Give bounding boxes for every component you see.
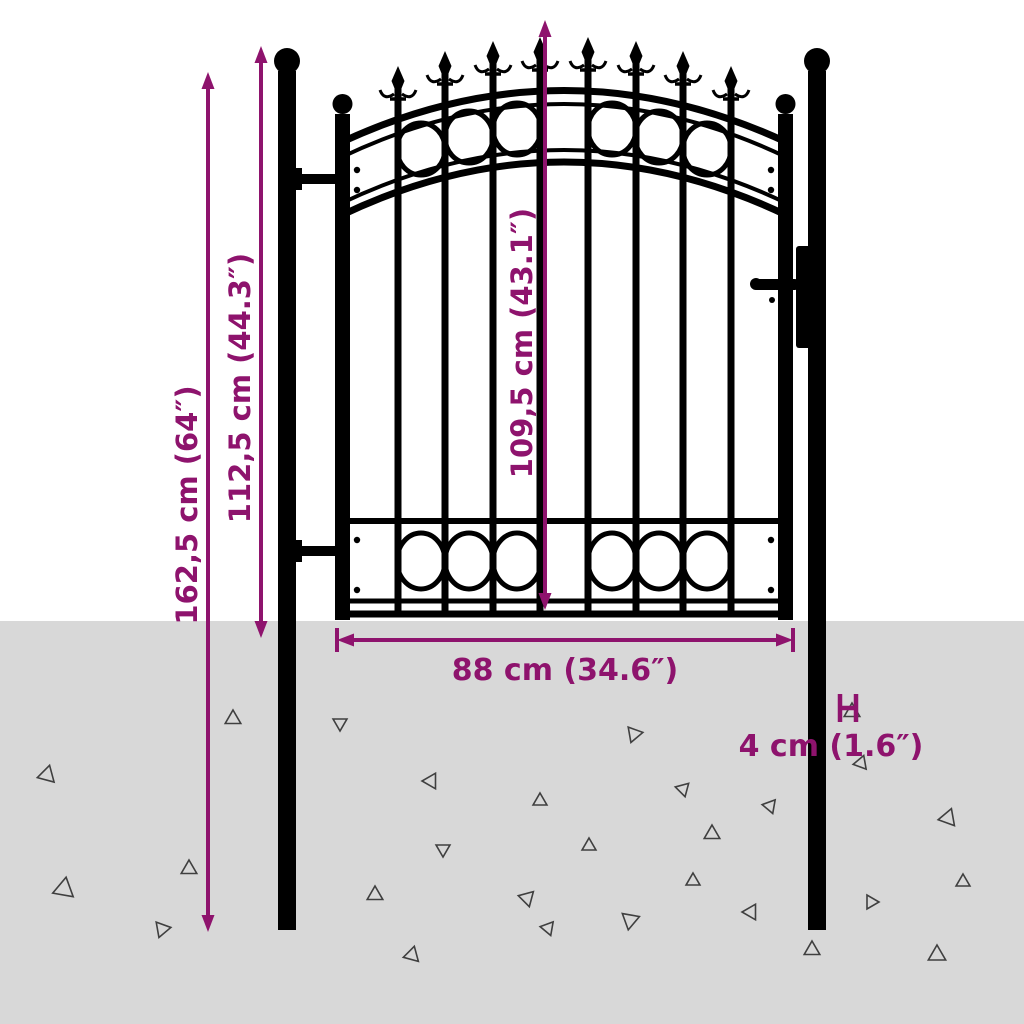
gate-bars bbox=[378, 37, 751, 616]
finial-leaf-right bbox=[448, 74, 465, 84]
decor-triangle bbox=[531, 791, 549, 806]
gate bbox=[292, 37, 816, 620]
left-post bbox=[274, 48, 300, 930]
decor-triangle bbox=[420, 771, 437, 791]
gate-hinge-top bbox=[292, 168, 336, 190]
decor-triangle bbox=[51, 875, 75, 898]
decor-triangle bbox=[936, 807, 956, 827]
arrow-left-icon bbox=[337, 633, 354, 647]
decor-triangle bbox=[35, 763, 56, 784]
decor-triangle bbox=[851, 753, 868, 771]
finial-leaf-right bbox=[639, 64, 656, 74]
spear-finial-icon bbox=[486, 41, 500, 72]
finial-leaf-left bbox=[616, 64, 633, 74]
decor-triangle bbox=[179, 858, 199, 875]
arrow-down-icon bbox=[201, 915, 215, 932]
finial-leaf-right bbox=[496, 64, 513, 74]
decor-triangle bbox=[866, 893, 881, 911]
finial-leaf-left bbox=[568, 60, 585, 70]
keyhole-slot bbox=[783, 332, 789, 341]
arrow-right-icon bbox=[776, 633, 793, 647]
post-height-label: 112,5 cm (44.3″) bbox=[223, 253, 257, 523]
decor-triangle bbox=[627, 725, 645, 744]
gate-left-stile-ball bbox=[332, 94, 353, 114]
decor-triangle bbox=[401, 944, 420, 963]
decor-triangle bbox=[740, 902, 757, 922]
dim-gate-width: 88 cm (34.6″) bbox=[335, 628, 795, 688]
left-post-ball-top bbox=[274, 48, 300, 74]
decor-triangle bbox=[702, 823, 722, 840]
decor-triangle bbox=[538, 920, 555, 938]
dim-post-height: 112,5 cm (44.3″) bbox=[223, 46, 268, 638]
gate-right-stile bbox=[778, 114, 793, 620]
post-thickness-label: 4 cm (1.6″) bbox=[739, 729, 924, 764]
gate-bolts bbox=[353, 166, 775, 594]
ground-texture-triangles bbox=[35, 701, 972, 963]
ground bbox=[0, 621, 1024, 1024]
arch-rail-bottom-outer bbox=[340, 158, 788, 219]
decor-triangle bbox=[223, 708, 243, 725]
decor-triangle bbox=[580, 836, 598, 851]
spear-finial-icon bbox=[724, 66, 738, 97]
finial-leaf-right bbox=[401, 89, 418, 99]
decor-triangle bbox=[673, 782, 690, 799]
spear-finial-icon bbox=[629, 41, 643, 72]
total-height-label: 162,5 cm (64″) bbox=[170, 385, 204, 624]
spear-finial-icon bbox=[676, 51, 690, 82]
spear-finial-icon bbox=[391, 66, 405, 97]
arrow-up-icon bbox=[201, 72, 215, 89]
decor-triangle bbox=[516, 890, 535, 909]
decor-triangle bbox=[155, 920, 173, 939]
finial-leaf-left bbox=[711, 89, 728, 99]
spear-finial-icon bbox=[581, 37, 595, 68]
handle-knob bbox=[750, 278, 762, 290]
decor-triangle bbox=[331, 718, 349, 733]
gate-height-label: 109,5 cm (43.1″) bbox=[505, 208, 539, 478]
decor-triangle bbox=[926, 943, 948, 961]
handle-lever bbox=[752, 279, 800, 290]
lock-backplate bbox=[796, 246, 816, 348]
finial-leaf-left bbox=[425, 74, 442, 84]
left-post-pole bbox=[278, 71, 296, 930]
arrow-down-icon bbox=[254, 621, 268, 638]
decor-triangle bbox=[434, 844, 452, 859]
dim-gate-height: 109,5 cm (43.1″) bbox=[505, 20, 552, 610]
right-post-ball-top bbox=[804, 48, 830, 74]
arrow-up-icon bbox=[538, 20, 552, 37]
decor-triangle bbox=[365, 884, 385, 901]
decor-triangle bbox=[954, 872, 972, 887]
right-post-pole bbox=[808, 71, 826, 930]
finial-leaf-right bbox=[686, 74, 703, 84]
lock-bolt bbox=[769, 297, 775, 303]
gate-lock-handle bbox=[750, 246, 816, 348]
arrow-up-icon bbox=[254, 46, 268, 63]
dim-total-height: 162,5 cm (64″) bbox=[170, 72, 215, 932]
spear-finial-icon bbox=[438, 51, 452, 82]
decor-triangle bbox=[684, 871, 702, 886]
gate-right-stile-ball bbox=[775, 94, 796, 114]
gate-width-label: 88 cm (34.6″) bbox=[452, 653, 679, 688]
gate-hinge-bottom bbox=[292, 540, 336, 562]
finial-leaf-left bbox=[473, 64, 490, 74]
dim-post-thickness: 4 cm (1.6″) bbox=[739, 694, 924, 764]
finial-leaf-left bbox=[663, 74, 680, 84]
decor-triangle bbox=[802, 939, 822, 956]
arrow-down-icon bbox=[538, 593, 552, 610]
gate-left-stile bbox=[335, 114, 350, 620]
arch-rail-bottom-inner bbox=[341, 148, 787, 205]
finial-leaf-left bbox=[378, 89, 395, 99]
decor-triangle bbox=[760, 798, 777, 816]
arch-rail-top-outer bbox=[340, 87, 788, 146]
finial-leaf-right bbox=[591, 60, 608, 70]
finial-leaf-right bbox=[734, 89, 751, 99]
finial-leaf-left bbox=[520, 60, 537, 70]
decor-triangle bbox=[621, 912, 641, 932]
